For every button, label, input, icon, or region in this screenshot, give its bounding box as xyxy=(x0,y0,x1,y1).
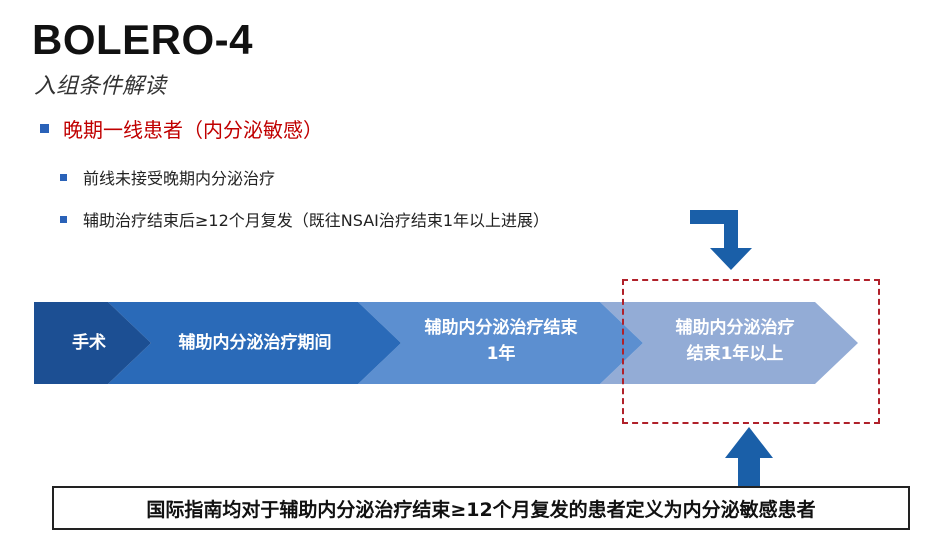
bent-arrow-icon xyxy=(690,210,752,270)
bullet-square-icon xyxy=(60,173,67,181)
flow-step-4-shape xyxy=(600,302,858,384)
sub-bullet-2: 辅助治疗结束后≥12个月复发（既往NSAI治疗结束1年以上进展） xyxy=(60,207,549,231)
slide-title: BOLERO-4 xyxy=(32,16,254,63)
slide-subtitle: 入组条件解读 xyxy=(34,74,167,99)
flow-step-3-label: 辅助内分泌治疗结束 1年 xyxy=(424,318,578,364)
conclusion-box: 国际指南均对于辅助内分泌治疗结束≥12个月复发的患者定义为内分泌敏感患者 xyxy=(52,486,910,530)
bullet-square-icon xyxy=(40,124,49,133)
bullet-square-icon xyxy=(60,215,67,223)
flow-step-1-label: 手术 xyxy=(72,333,106,353)
flow-step-1-shape xyxy=(34,302,151,384)
sub-bullet-1: 前线未接受晚期内分泌治疗 xyxy=(60,165,275,189)
main-bullet: 晚期一线患者（内分泌敏感） xyxy=(40,114,323,143)
highlight-box xyxy=(622,279,880,424)
up-arrow-icon xyxy=(725,427,773,486)
sub-bullet-text: 前线未接受晚期内分泌治疗 xyxy=(83,169,276,188)
main-bullet-text: 晚期一线患者（内分泌敏感） xyxy=(63,118,323,142)
sub-bullet-text: 辅助治疗结束后≥12个月复发（既往NSAI治疗结束1年以上进展） xyxy=(83,211,550,230)
flow-step-2-shape xyxy=(108,302,401,384)
flow-step-3-shape xyxy=(358,302,643,384)
flow-step-2-label: 辅助内分泌治疗期间 xyxy=(178,333,332,353)
flow-step-4-label: 辅助内分泌治疗 结束1年以上 xyxy=(675,318,795,364)
